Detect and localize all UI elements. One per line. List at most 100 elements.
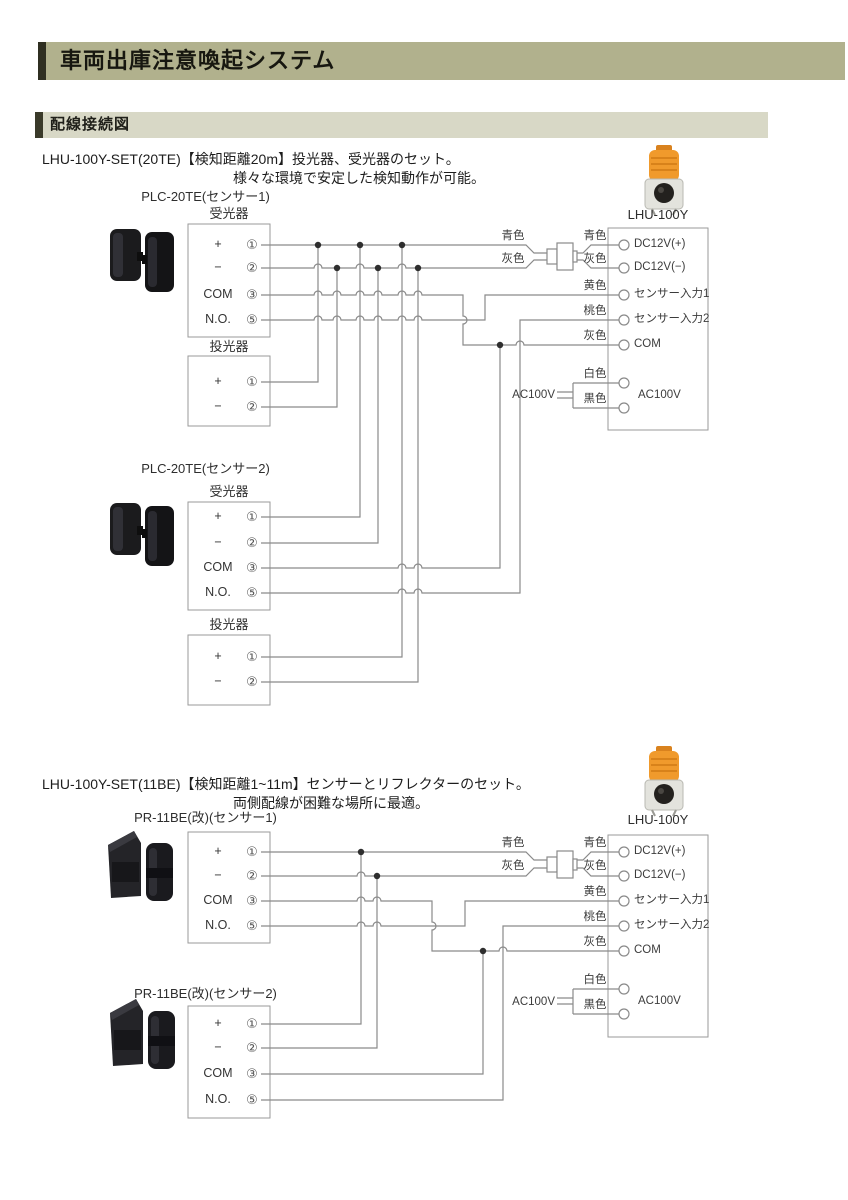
- wire-color-label-blue: 青色: [583, 837, 607, 849]
- d2-blue-wire-right: [577, 851, 619, 861]
- pin-number: ②: [246, 1040, 258, 1055]
- terminal-label: −: [214, 260, 222, 274]
- terminal-label: N.O.: [205, 585, 231, 599]
- unit-terminal-com: COM: [634, 944, 661, 956]
- wire-color-label-blue: 青色: [501, 837, 525, 849]
- terminal-label: −: [214, 535, 222, 549]
- pin-number: ①: [246, 649, 258, 664]
- d1-junction-dots: [314, 241, 504, 349]
- d2-sensor1-box: [187, 831, 271, 944]
- page-header-bar: 車両出庫注意喚起システム: [38, 42, 845, 80]
- wire-color-label-black: 黒色: [583, 393, 607, 405]
- d1-receiver2-box: [187, 501, 271, 611]
- d2-drop-sensor2-plus: [261, 852, 362, 1025]
- wire-color-label-gray: 灰色: [501, 860, 525, 872]
- terminal-label: +: [214, 509, 222, 523]
- pin-number: ③: [246, 1066, 258, 1081]
- d1-emitter1-label: 投光器: [209, 339, 249, 354]
- d2-unit-box: [607, 834, 709, 1038]
- d2-gray-wire: [261, 867, 547, 877]
- d1-emitter2-box: [187, 634, 271, 706]
- header-accent-block: [38, 42, 46, 80]
- d1-receiver1-box: [187, 223, 271, 338]
- reflector-sensor-photo-2: [110, 999, 175, 1069]
- terminal-label: N.O.: [205, 918, 231, 932]
- d2-sensor2-box: [187, 1005, 271, 1119]
- page-title: 車両出庫注意喚起システム: [60, 48, 336, 73]
- unit-terminal-sensor-input2: センサー入力2: [634, 919, 710, 931]
- terminal-label: +: [214, 649, 222, 663]
- d2-drop-sensor2-minus: [261, 876, 378, 1049]
- d2-blue-wire: [261, 851, 547, 861]
- beam-sensor-photo-2: [110, 503, 174, 566]
- section-accent-block: [35, 112, 43, 138]
- d1-sensor2-name: PLC-20TE(センサー2): [141, 461, 270, 476]
- section-heading-bar: 配線接続図: [35, 112, 768, 138]
- d2-sensor1-name: PR-11BE(改)(センサー1): [134, 810, 277, 825]
- wire-color-label-white: 白色: [583, 974, 607, 986]
- unit-terminal-dc12v-plus: DC12V(+): [634, 238, 686, 250]
- unit-terminal-dc12v-plus: DC12V(+): [634, 845, 686, 857]
- d1-receiver2-label: 受光器: [209, 484, 249, 499]
- d1-receiver1-label: 受光器: [209, 206, 249, 221]
- pin-number: ①: [246, 1016, 258, 1031]
- pin-number: ③: [246, 287, 258, 302]
- pin-number: ②: [246, 260, 258, 275]
- diagram1-unit-name: LHU-100Y: [627, 207, 689, 222]
- wire-color-label-gray: 灰色: [583, 860, 607, 872]
- wire-color-label-yellow: 黄色: [583, 280, 607, 292]
- terminal-label: −: [214, 399, 222, 413]
- terminal-label: +: [214, 1016, 222, 1030]
- wire-color-label-gray: 灰色: [583, 330, 607, 342]
- pin-number: ①: [246, 509, 258, 524]
- unit-terminal-ac100v: AC100V: [638, 995, 681, 1007]
- wire-color-label-yellow: 黄色: [583, 886, 607, 898]
- diagram2-unit-name: LHU-100Y: [627, 812, 689, 827]
- pin-number: ⑤: [246, 585, 258, 600]
- pin-number: ③: [246, 893, 258, 908]
- reflector-sensor-photo: [108, 831, 173, 901]
- d2-ac-wires: [557, 988, 619, 1015]
- terminal-label: −: [214, 1040, 222, 1054]
- d1-drop-emitter1-minus: [261, 268, 338, 408]
- d2-sensor2-no-wire: [261, 925, 619, 1101]
- terminal-label: +: [214, 844, 222, 858]
- d2-terminal-circles: [618, 846, 630, 1020]
- d2-connector: [546, 850, 578, 879]
- wire-color-label-white: 白色: [583, 368, 607, 380]
- pin-number: ②: [246, 674, 258, 689]
- d1-drop-receiver2-plus: [261, 245, 361, 518]
- pin-number: ①: [246, 844, 258, 859]
- wire-color-label-blue: 青色: [501, 230, 525, 242]
- d1-drop-emitter2-minus: [261, 268, 419, 683]
- wire-color-label-black: 黒色: [583, 999, 607, 1011]
- terminal-label: COM: [203, 1066, 233, 1080]
- unit-terminal-sensor-input1: センサー入力1: [634, 894, 710, 906]
- pin-number: ①: [246, 237, 258, 252]
- component-boxes: [187, 223, 709, 1119]
- pin-number: ⑤: [246, 918, 258, 933]
- d1-blue-wire-right: [577, 244, 619, 254]
- terminal-label: N.O.: [205, 1092, 231, 1106]
- unit-terminal-sensor-input2: センサー入力2: [634, 313, 710, 325]
- d1-connector: [546, 242, 578, 271]
- terminal-label: +: [214, 374, 222, 388]
- diagram2-title: LHU-100Y-SET(11BE)【検知距離1~11m】センサーとリフレクター…: [42, 776, 530, 792]
- unit-terminal-dc12v-minus: DC12V(−): [634, 261, 686, 273]
- terminal-label: −: [214, 868, 222, 882]
- unit-terminal-dc12v-minus: DC12V(−): [634, 869, 686, 881]
- ac-source-label: AC100V: [512, 996, 555, 1008]
- d1-com-wire: [261, 290, 619, 346]
- d1-sensor2-no-wire: [261, 319, 619, 594]
- signal-light-photo-2: [644, 745, 684, 817]
- wire-color-label-gray: 灰色: [583, 936, 607, 948]
- d1-wires: [261, 244, 619, 683]
- d2-no-wire: [261, 900, 619, 927]
- d1-unit-box: [607, 227, 709, 431]
- terminal-label: +: [214, 237, 222, 251]
- d1-no-wire: [261, 294, 619, 321]
- pin-number: ②: [246, 868, 258, 883]
- pin-number: ②: [246, 399, 258, 414]
- d1-drop-emitter2-plus: [261, 245, 403, 658]
